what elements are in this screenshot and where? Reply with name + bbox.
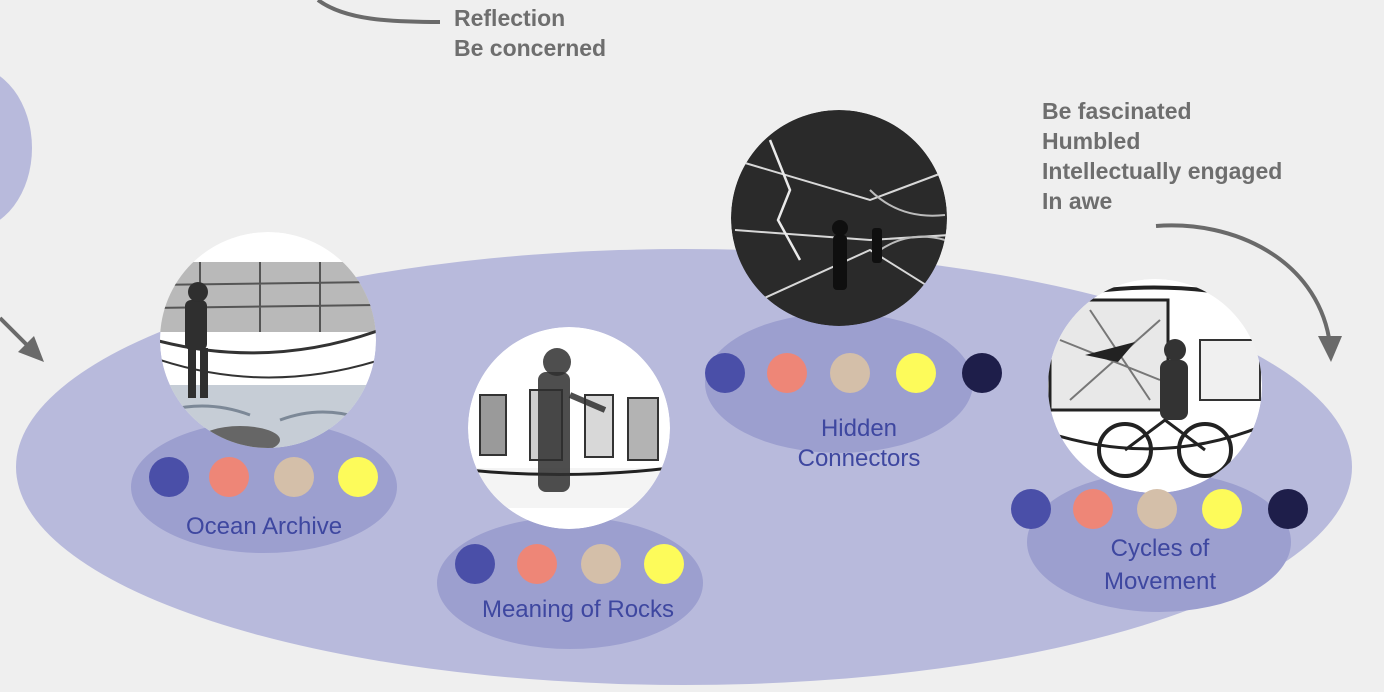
dot <box>149 457 189 497</box>
arrow-right-head <box>1318 336 1342 362</box>
dot <box>338 457 378 497</box>
dot <box>644 544 684 584</box>
zone-meaning-of-rocks: Meaning of Rocks <box>437 327 703 649</box>
dot <box>455 544 495 584</box>
zone-label: Meaning of Rocks <box>482 596 674 623</box>
dot <box>581 544 621 584</box>
emotion-label: Humbled <box>1042 128 1141 154</box>
dot <box>274 457 314 497</box>
dot <box>209 457 249 497</box>
zone-cycles-of-movement: Cycles of Movement <box>1011 279 1308 612</box>
dot <box>962 353 1002 393</box>
dot <box>1073 489 1113 529</box>
zone-label: Movement <box>1104 568 1216 595</box>
zone-platform <box>131 421 397 553</box>
arrow-right <box>1155 223 1331 339</box>
zone-platform <box>437 517 703 649</box>
zone-label: Cycles of <box>1111 535 1210 562</box>
dot <box>1011 489 1051 529</box>
zone-sketch-image <box>468 327 670 529</box>
zone-label: Hidden <box>821 415 897 442</box>
zone-hidden-connectors: Hidden Connectors <box>705 110 1002 472</box>
dot <box>705 353 745 393</box>
dot <box>896 353 936 393</box>
zone-sketch-image <box>1048 279 1262 493</box>
dot <box>517 544 557 584</box>
offscreen-zone <box>0 76 32 220</box>
arrow-left <box>0 316 30 348</box>
emotion-label: Be concerned <box>454 35 607 61</box>
zone-label: Connectors <box>798 445 921 472</box>
dot <box>1268 489 1308 529</box>
emotion-label: In awe <box>1042 188 1113 214</box>
zone-label: Ocean Archive <box>186 513 342 540</box>
zone-sketch-image <box>731 110 947 326</box>
arrow-left-head <box>18 336 44 362</box>
emotion-list-top: Reflection Be concerned <box>454 3 606 63</box>
dot <box>830 353 870 393</box>
emotion-list-right: Be fascinated Humbled Intellectually eng… <box>1042 96 1282 216</box>
emotion-label: Reflection <box>454 5 566 31</box>
emotion-label: Be fascinated <box>1042 98 1192 124</box>
dot <box>1137 489 1177 529</box>
arrow-reflection-connector <box>316 0 441 24</box>
dot <box>1202 489 1242 529</box>
emotion-label: Intellectually engaged <box>1042 158 1283 184</box>
dot <box>767 353 807 393</box>
